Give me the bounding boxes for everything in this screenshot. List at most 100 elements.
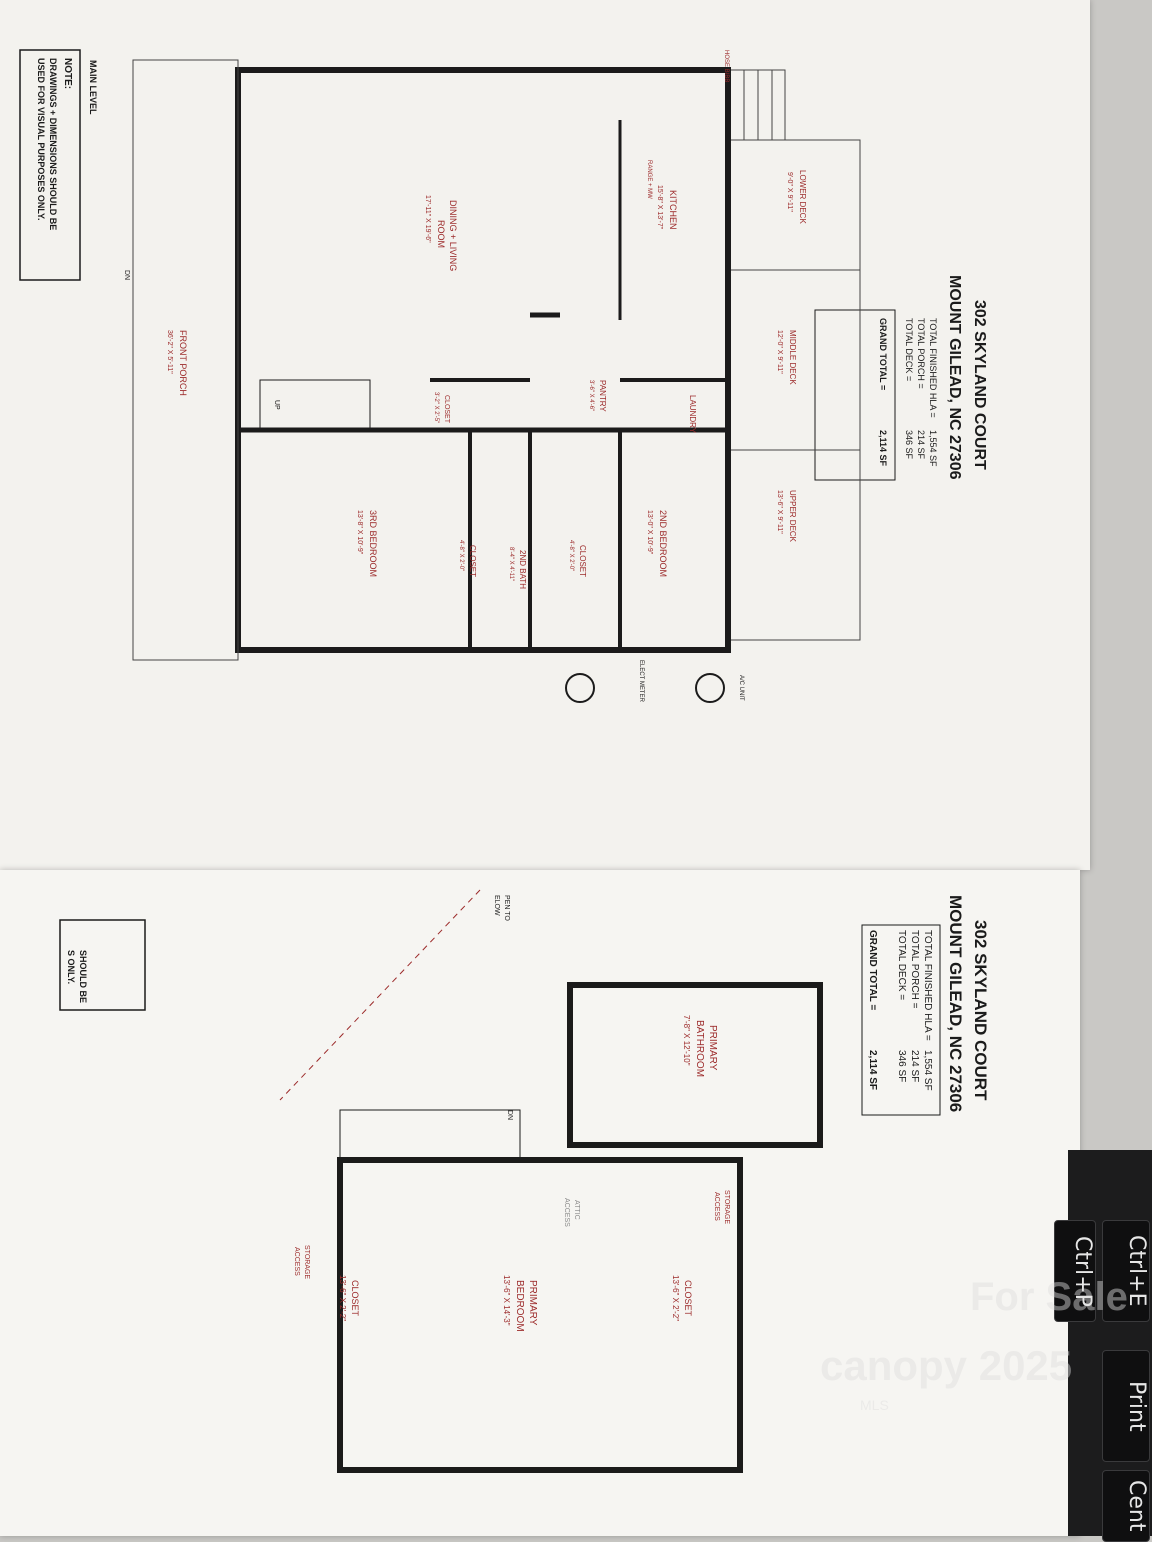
keyboard-corner: Ctrl+E Ctrl+P Print Cent — [1054, 1150, 1152, 1542]
closet-right-dim: 13'-6" X 2'-2" — [671, 1275, 680, 1321]
dining-living-label-2: ROOM — [436, 220, 446, 248]
upper-total-deck-label: TOTAL DECK = — [896, 930, 907, 1000]
deck-outline — [729, 139, 861, 641]
dining-living-dim: 17'-11" X 19'-6" — [424, 195, 431, 243]
storage-right-label: STORAGE — [723, 1190, 730, 1224]
primary-bedroom-label: PRIMARY — [527, 1280, 538, 1326]
main-total-porch-label: TOTAL PORCH = — [916, 318, 926, 389]
primary-bath-label: PRIMARY — [707, 1025, 718, 1071]
porch-dn-label: DN — [123, 270, 130, 280]
front-porch-outline — [132, 59, 239, 661]
upper-total-porch-label: TOTAL PORCH = — [909, 930, 920, 1009]
upper-stairs — [339, 1109, 521, 1161]
upper-note-box — [59, 919, 146, 1011]
closet-a-label: CLOSET — [578, 545, 587, 577]
elect-meter-label: ELECT METER — [638, 660, 644, 703]
upper-level-sheet: 302 SKYLAND COURT MOUNT GILEAD, NC 27306… — [0, 870, 1080, 1536]
main-grand-total-value: 2,114 SF — [878, 430, 888, 467]
range-label: RANGE + MW — [646, 160, 652, 199]
primary-bedroom-dim: 13'-6" X 14'-3" — [502, 1275, 511, 1326]
upper-title-line2: MOUNT GILEAD, NC 27306 — [946, 895, 965, 1112]
key-cent[interactable]: Cent — [1102, 1470, 1150, 1542]
stairs-up-label: UP — [273, 400, 280, 410]
upper-total-hla-label: TOTAL FINISHED HLA = — [922, 930, 933, 1041]
primary-bath-label-2: BATHROOM — [694, 1020, 705, 1077]
main-note-title: NOTE: — [62, 58, 73, 89]
lower-deck-dim: 9'-0" X 9'-11" — [786, 172, 793, 212]
open-below-1: PEN TO — [503, 895, 510, 921]
closet-b-dim: 4'-8" X 2'-0" — [458, 540, 464, 571]
closet-right-label: CLOSET — [683, 1280, 693, 1317]
upper-total-deck-value: 346 SF — [896, 1050, 907, 1082]
main-totals-box — [814, 309, 896, 481]
main-note-line1: DRAWINGS + DIMENSIONS SHOULD BE — [48, 58, 58, 230]
upper-deck-label: UPPER DECK — [788, 490, 797, 543]
open-below-2: ELOW — [493, 895, 500, 916]
main-total-deck-label: TOTAL DECK = — [904, 318, 914, 381]
primary-bath-walls — [567, 982, 823, 1148]
front-porch-dim: 36'-2" X 5'-11" — [166, 330, 173, 374]
third-bedroom-dim: 13'-8" X 10'-9" — [356, 510, 363, 555]
dining-living-label: DINING + LIVING — [448, 200, 458, 271]
upper-total-hla-value: 1,554 SF — [922, 1050, 933, 1091]
second-bath-label: 2ND BATH — [518, 550, 527, 589]
kitchen-dim: 15'-8" X 13'-7" — [656, 185, 663, 230]
main-note-line2: USED FOR VISUAL PURPOSES ONLY. — [36, 58, 46, 221]
upper-deck-dim: 13'-6" X 9'-11" — [776, 490, 783, 534]
main-level-label: MAIN LEVEL — [88, 60, 98, 115]
pantry-dim: 3'-6" X 4'-6" — [588, 380, 594, 411]
main-total-hla-value: 1,554 SF — [928, 430, 938, 467]
upper-level-floorplan: 302 SKYLAND COURT MOUNT GILEAD, NC 27306… — [59, 889, 990, 1473]
main-level-floorplan: 302 SKYLAND COURT MOUNT GILEAD, NC 27306… — [19, 49, 988, 703]
closet-left-label: CLOSET — [350, 1280, 360, 1317]
storage-right-label-2: ACCESS — [713, 1192, 720, 1221]
laundry-label: LAUNDRY — [688, 395, 697, 434]
hose-bib-label: HOSE BIBB — [723, 50, 729, 82]
main-stairs — [259, 379, 371, 431]
primary-bedroom-walls — [337, 1157, 743, 1473]
third-bedroom-label: 3RD BEDROOM — [368, 510, 378, 577]
upper-note-line2: S ONLY. — [66, 950, 76, 984]
closet-small-dim: 3'-2" X 2'-5" — [433, 392, 439, 423]
main-title-line1: 302 SKYLAND COURT — [971, 300, 988, 470]
attic-label: ATTIC — [573, 1200, 580, 1220]
upper-title-line1: 302 SKYLAND COURT — [971, 920, 990, 1101]
upper-total-porch-value: 214 SF — [909, 1050, 920, 1082]
upper-stairs-dn: DN — [506, 1110, 513, 1120]
key-print[interactable]: Print — [1102, 1350, 1150, 1462]
key-ctrl-e[interactable]: Ctrl+E — [1102, 1220, 1150, 1322]
storage-left-label: STORAGE — [303, 1245, 310, 1279]
main-note-box — [19, 49, 81, 281]
primary-bedroom-label-2: BEDROOM — [514, 1280, 525, 1332]
attic-label-2: ACCESS — [563, 1198, 570, 1227]
middle-deck-dim: 12'-0" X 9'-11" — [776, 330, 783, 374]
upper-note-line1: SHOULD BE — [78, 950, 88, 1003]
main-total-porch-value: 214 SF — [916, 430, 926, 460]
closet-b-label: CLOSET — [468, 545, 477, 577]
key-ctrl-p[interactable]: Ctrl+P — [1054, 1220, 1096, 1322]
closet-left-dim: 13'-6" X 2'-2" — [338, 1275, 347, 1321]
main-title-line2: MOUNT GILEAD, NC 27306 — [946, 275, 963, 480]
upper-totals-box — [861, 924, 941, 1116]
ac-unit-label: A/C UNIT — [738, 675, 744, 701]
house-outer-wall — [235, 67, 731, 653]
upper-grand-total-label: GRAND TOTAL = — [867, 930, 878, 1010]
upper-grand-total-value: 2,114 SF — [867, 1050, 878, 1090]
kitchen-label: KITCHEN — [668, 190, 678, 230]
main-level-sheet: 302 SKYLAND COURT MOUNT GILEAD, NC 27306… — [0, 0, 1090, 870]
front-porch-label: FRONT PORCH — [178, 330, 188, 396]
primary-bath-dim: 7'-8" X 12'-10" — [682, 1015, 691, 1066]
main-total-deck-value: 346 SF — [904, 430, 914, 460]
main-total-hla-label: TOTAL FINISHED HLA = — [928, 318, 938, 418]
second-bedroom-label: 2ND BEDROOM — [658, 510, 668, 577]
main-grand-total-label: GRAND TOTAL = — [878, 318, 888, 390]
storage-left-label-2: ACCESS — [293, 1247, 300, 1276]
second-bath-dim: 8'-4" X 4'-11" — [508, 547, 514, 581]
second-bedroom-dim: 13'-0" X 10'-9" — [646, 510, 653, 555]
ac-unit-1 — [695, 673, 725, 703]
closet-small-label: CLOSET — [443, 395, 450, 424]
pantry-label: PANTRY — [598, 380, 607, 412]
middle-deck-label: MIDDLE DECK — [788, 330, 797, 385]
ac-unit-2 — [565, 673, 595, 703]
closet-a-dim: 4'-8" X 2'-0" — [568, 540, 574, 571]
